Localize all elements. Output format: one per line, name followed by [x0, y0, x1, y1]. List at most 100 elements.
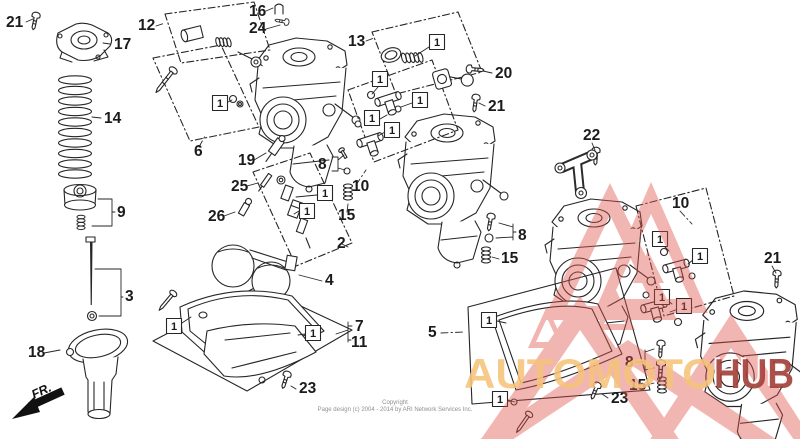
ref-box-1: 1 — [480, 311, 498, 329]
svg-text:1: 1 — [304, 206, 310, 218]
callout-7: 7 — [355, 318, 364, 335]
copyright-footer: Copyright Page design (c) 2004 - 2014 by… — [295, 400, 495, 414]
fr-direction-arrow — [12, 387, 65, 419]
ref-box-1: 1 — [428, 33, 446, 51]
callout-13: 13 — [348, 33, 366, 50]
copyright-line2: Page design (c) 2004 - 2014 by ARI Netwo… — [317, 407, 473, 413]
svg-text:1: 1 — [322, 188, 328, 200]
nut-8-middle — [484, 233, 494, 243]
callout-8c: 8 — [625, 354, 634, 371]
needle-valve-19 — [265, 134, 286, 163]
callout-2: 2 — [337, 235, 346, 252]
callout-10b: 10 — [672, 195, 689, 212]
spring-14 — [57, 75, 93, 179]
valve-25 — [258, 172, 273, 192]
carburetor-body-1 — [249, 37, 361, 193]
callout-10a: 10 — [352, 178, 369, 195]
box-6 — [152, 44, 260, 142]
svg-text:1: 1 — [434, 37, 440, 49]
callout-12: 12 — [138, 17, 155, 34]
clip-16 — [274, 3, 284, 15]
callout-3: 3 — [125, 288, 134, 305]
washer-8-left — [343, 167, 351, 175]
screw-21-top-left — [28, 10, 42, 32]
svg-text:1: 1 — [377, 74, 383, 86]
box-12-parts — [180, 25, 262, 68]
callout-21c: 21 — [764, 250, 782, 267]
svg-text:1: 1 — [657, 234, 663, 246]
leader-lines — [25, 7, 777, 399]
svg-text:1: 1 — [697, 251, 703, 263]
jet-26 — [237, 197, 253, 217]
watermark-text: AUTOMOTO HUB HUB — [464, 348, 794, 397]
callout-8b: 8 — [518, 227, 527, 244]
callout-labels: 21 17 12 16 24 13 20 21 6 14 19 25 26 8 … — [6, 3, 782, 407]
box-13-parts — [380, 47, 474, 90]
callout-15b: 15 — [501, 250, 519, 267]
bolt-8-left — [338, 147, 348, 160]
callout-23b: 23 — [611, 390, 629, 407]
ref-box-1: 1 — [651, 230, 669, 248]
ref-box-1: 1 — [304, 324, 322, 342]
svg-text:1: 1 — [659, 292, 665, 304]
callout-20: 20 — [495, 65, 512, 82]
ref-box-1: 1 — [211, 94, 229, 112]
ref-box-1: 1 — [411, 91, 429, 109]
screw-21-right — [771, 269, 782, 289]
screw-20 — [465, 64, 485, 75]
ref-boxes: 1 1 1 1 1 1 1 1 1 1 1 1 1 1 1 1 — [165, 33, 709, 408]
callout-4: 4 — [325, 272, 334, 289]
bracket-22 — [554, 149, 598, 200]
callout-26: 26 — [208, 208, 226, 225]
screw-24 — [273, 16, 290, 27]
float-4 — [211, 244, 298, 301]
air-funnel-18 — [65, 328, 129, 420]
jet-needle-3 — [85, 236, 98, 322]
watermark-text-primary: AUTOMOTO — [464, 350, 716, 397]
callout-22: 22 — [583, 127, 600, 144]
callout-21a: 21 — [6, 14, 24, 31]
callout-8a: 8 — [318, 156, 327, 173]
callout-6: 6 — [194, 143, 203, 160]
svg-text:1: 1 — [310, 328, 316, 340]
callout-17: 17 — [114, 36, 131, 53]
vacuum-piston-9 — [63, 183, 97, 211]
carburetor-body-2 — [397, 113, 509, 269]
callout-18: 18 — [28, 344, 46, 361]
box-10-right-parts — [639, 247, 696, 327]
callout-5: 5 — [428, 324, 437, 341]
callout-9: 9 — [117, 204, 126, 221]
svg-text:1: 1 — [417, 95, 423, 107]
svg-text:1: 1 — [497, 394, 503, 406]
svg-text:1: 1 — [171, 321, 177, 333]
ref-box-1: 1 — [165, 317, 183, 335]
box-10-right — [635, 187, 735, 317]
ref-box-1: 1 — [691, 247, 709, 265]
svg-text:1: 1 — [217, 98, 223, 110]
ref-box-1: 1 — [491, 390, 509, 408]
ref-box-1: 1 — [316, 184, 334, 202]
callout-24: 24 — [249, 20, 267, 37]
box-5-parts — [491, 300, 623, 433]
ref-box-1: 1 — [653, 288, 671, 306]
box-12 — [164, 1, 271, 64]
svg-text:1: 1 — [389, 125, 395, 137]
callout-16: 16 — [249, 3, 267, 20]
watermark-text-secondary: HUB — [714, 350, 794, 397]
box-5 — [467, 267, 651, 405]
spring-9 — [76, 214, 86, 231]
svg-text:1: 1 — [681, 301, 687, 313]
svg-text:1: 1 — [369, 113, 375, 125]
ref-box-1: 1 — [371, 70, 389, 88]
callout-15a: 15 — [338, 207, 356, 224]
callout-14: 14 — [104, 110, 122, 127]
ref-box-1: 1 — [383, 121, 401, 139]
ref-box-1: 1 — [298, 202, 316, 220]
watermark-text-secondary-highlight: HUB — [712, 348, 792, 395]
callout-23a: 23 — [299, 380, 317, 397]
screw-8-middle — [484, 212, 497, 233]
copyright-line1: Copyright — [382, 400, 408, 406]
ref-box-1: 1 — [675, 297, 693, 315]
